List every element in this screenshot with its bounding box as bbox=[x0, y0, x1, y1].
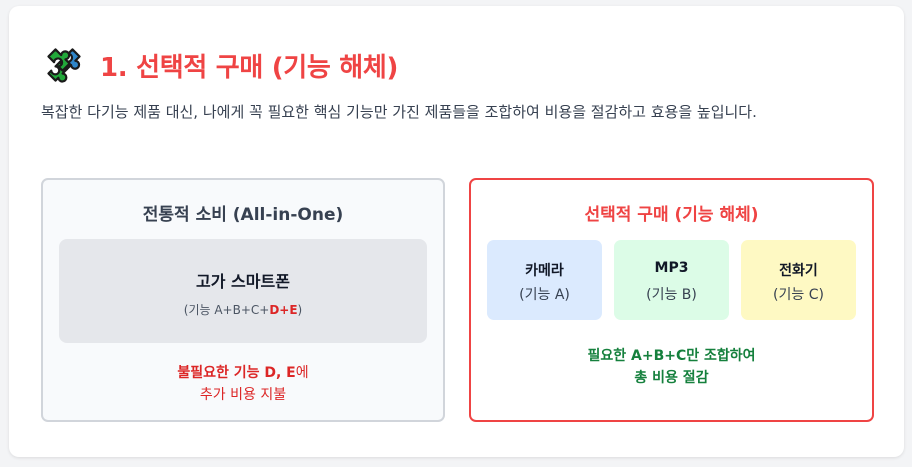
component-function: (기능 C) bbox=[773, 287, 824, 303]
functions-prefix: (기능 A+B+C+ bbox=[183, 303, 270, 317]
selective-purchase-panel: 선택적 구매 (기능 해체) 카메라 (기능 A) MP3 (기능 B) 전화기… bbox=[469, 178, 874, 422]
selective-note: 필요한 A+B+C만 조합하여 총 비용 절감 bbox=[471, 345, 872, 389]
traditional-note-tail: 에 bbox=[295, 365, 309, 381]
content-card: 1. 선택적 구매 (기능 해체) 복잡한 다기능 제품 대신, 나에게 꼭 필… bbox=[9, 6, 904, 457]
section-header: 1. 선택적 구매 (기능 해체) bbox=[43, 43, 398, 87]
puzzle-icon bbox=[47, 48, 81, 83]
section-description: 복잡한 다기능 제품 대신, 나에게 꼭 필요한 핵심 기능만 가진 제품들을 … bbox=[41, 103, 757, 121]
traditional-note: 불필요한 기능 D, E에 추가 비용 지불 bbox=[43, 362, 443, 406]
unneeded-functions: D+E bbox=[269, 303, 298, 317]
selective-note-line1: 필요한 A+B+C만 조합하여 bbox=[587, 348, 756, 364]
traditional-note-bold: 불필요한 기능 D, E bbox=[177, 365, 296, 381]
traditional-consumption-panel: 전통적 소비 (All-in-One) 고가 스마트폰 (기능 A+B+C+D+… bbox=[41, 178, 445, 422]
component-function: (기능 A) bbox=[519, 287, 570, 303]
product-functions: (기능 A+B+C+D+E) bbox=[59, 301, 427, 318]
page-title: 1. 선택적 구매 (기능 해체) bbox=[100, 52, 399, 83]
traditional-panel-title: 전통적 소비 (All-in-One) bbox=[142, 205, 344, 225]
selective-note-line2: 총 비용 절감 bbox=[634, 370, 709, 386]
component-name: 전화기 bbox=[779, 263, 818, 279]
component-name: MP3 bbox=[654, 260, 689, 276]
functions-suffix: ) bbox=[297, 303, 303, 317]
component-item-camera: 카메라 (기능 A) bbox=[487, 240, 602, 320]
traditional-note-line1: 불필요한 기능 D, E에 bbox=[43, 362, 443, 384]
selective-panel-title: 선택적 구매 (기능 해체) bbox=[584, 205, 759, 225]
component-item-mp3: MP3 (기능 B) bbox=[614, 240, 729, 320]
component-items: 카메라 (기능 A) MP3 (기능 B) 전화기 (기능 C) bbox=[487, 240, 856, 320]
smartphone-product-card: 고가 스마트폰 (기능 A+B+C+D+E) bbox=[59, 239, 427, 343]
product-name: 고가 스마트폰 bbox=[196, 272, 290, 291]
traditional-note-line2: 추가 비용 지불 bbox=[199, 387, 287, 403]
component-item-phone: 전화기 (기능 C) bbox=[741, 240, 856, 320]
component-function: (기능 B) bbox=[646, 287, 697, 303]
component-name: 카메라 bbox=[525, 263, 564, 279]
